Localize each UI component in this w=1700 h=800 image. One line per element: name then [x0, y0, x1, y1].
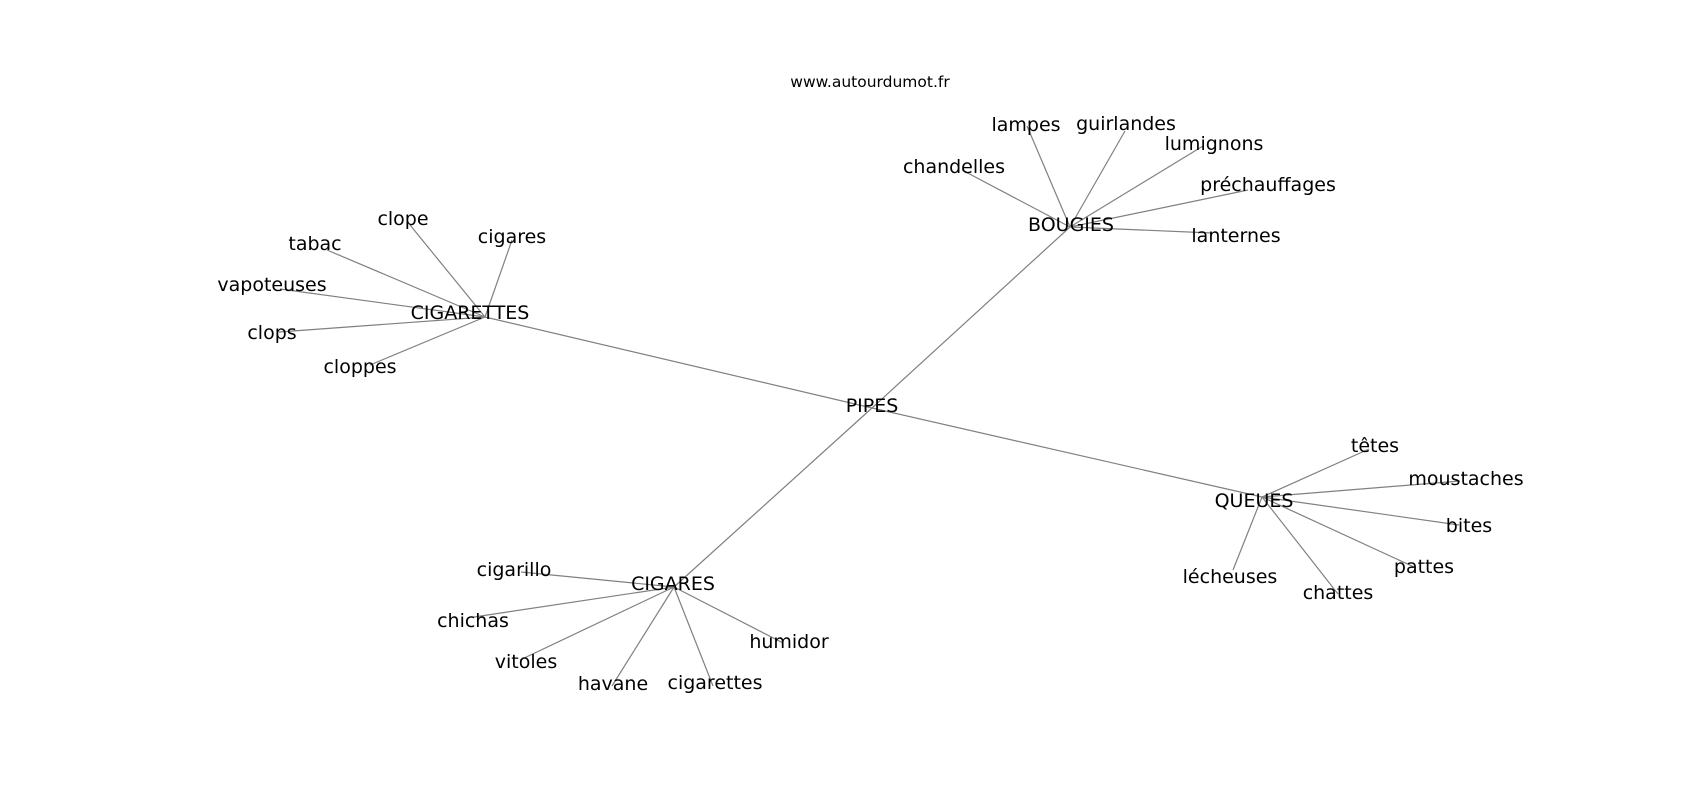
edge-queues-pattes [1261, 496, 1415, 568]
node-leaf-chandelles: chandelles [903, 156, 1005, 178]
edge-cigarettes-tabac [326, 249, 486, 318]
graph-edges [278, 125, 1461, 687]
edge-queues-chattes [1261, 496, 1339, 595]
node-leaf-vapoteuses: vapoteuses [217, 274, 326, 296]
edge-cigarettes-cigares [484, 239, 513, 318]
node-leaf-lanternes: lanternes [1191, 225, 1280, 247]
node-hub-queues: QUEUES [1215, 490, 1294, 512]
edge-queues-tetes [1261, 448, 1370, 498]
node-leaf-vitoles: vitoles [495, 651, 557, 673]
edge-cigares-chichas [473, 586, 675, 618]
edge-queues-moustaches [1261, 480, 1461, 498]
node-leaf-bites: bites [1446, 515, 1492, 537]
edge-bougies-guirlandes [1069, 130, 1126, 228]
edge-cigarettes-clope [409, 224, 486, 318]
node-leaf-lecheuses: lécheuses [1183, 566, 1278, 588]
edge-cigares-havane [611, 586, 675, 687]
edge-bougies-chandelles [961, 169, 1071, 228]
node-leaf-clope: clope [377, 208, 428, 230]
node-leaf-pattes: pattes [1394, 556, 1454, 578]
edge-cigarettes-clops [278, 316, 486, 333]
node-leaf-humidor: humidor [749, 631, 829, 653]
node-leaf-havane: havane [578, 673, 648, 695]
edge-center-cigarettes [484, 316, 873, 409]
edge-cigares-vitoles [519, 586, 675, 661]
node-leaf-moustaches: moustaches [1408, 468, 1523, 490]
node-center-pipes: PIPES [846, 395, 899, 417]
site-watermark: www.autourdumot.fr [790, 73, 950, 91]
edge-bougies-lampes [1026, 125, 1071, 228]
node-leaf-clops: clops [247, 322, 296, 344]
node-leaf-tabac: tabac [288, 233, 341, 255]
node-hub-cigares: CIGARES [631, 573, 715, 595]
edge-queues-bites [1261, 496, 1460, 526]
node-leaf-chattes: chattes [1303, 582, 1374, 604]
node-leaf-prechauffages: préchauffages [1200, 174, 1336, 196]
edge-bougies-prechauffages [1069, 189, 1249, 228]
edge-cigares-humidor [673, 586, 784, 644]
edge-bougies-lumignons [1069, 145, 1204, 228]
graph-labels: PIPES CIGARETTES clope cigares tabac vapoteus… [217, 113, 1523, 695]
edge-center-queues [871, 407, 1263, 498]
node-hub-bougies: BOUGIES [1028, 214, 1114, 236]
edge-cigarettes-vapoteuses [279, 288, 486, 318]
node-leaf-cigares: cigares [478, 226, 546, 248]
edge-queues-lecheuses [1232, 496, 1263, 571]
edge-cigares-cigarettes [673, 586, 714, 687]
node-leaf-cigarettes: cigarettes [668, 672, 763, 694]
node-hub-cigarettes: CIGARETTES [411, 302, 530, 324]
node-leaf-tetes: têtes [1351, 435, 1399, 457]
edge-cigares-cigarillo [520, 571, 675, 588]
node-leaf-lampes: lampes [991, 114, 1060, 136]
node-leaf-guirlandes: guirlandes [1076, 113, 1176, 135]
edge-bougies-lanternes [1069, 226, 1213, 234]
node-leaf-chichas: chichas [437, 610, 509, 632]
node-leaf-lumignons: lumignons [1165, 133, 1264, 155]
node-leaf-cigarillo: cigarillo [477, 559, 552, 581]
edge-cigarettes-cloppes [369, 316, 486, 366]
edge-center-cigares [673, 407, 873, 588]
node-leaf-cloppes: cloppes [323, 356, 396, 378]
edge-center-bougies [871, 226, 1071, 409]
